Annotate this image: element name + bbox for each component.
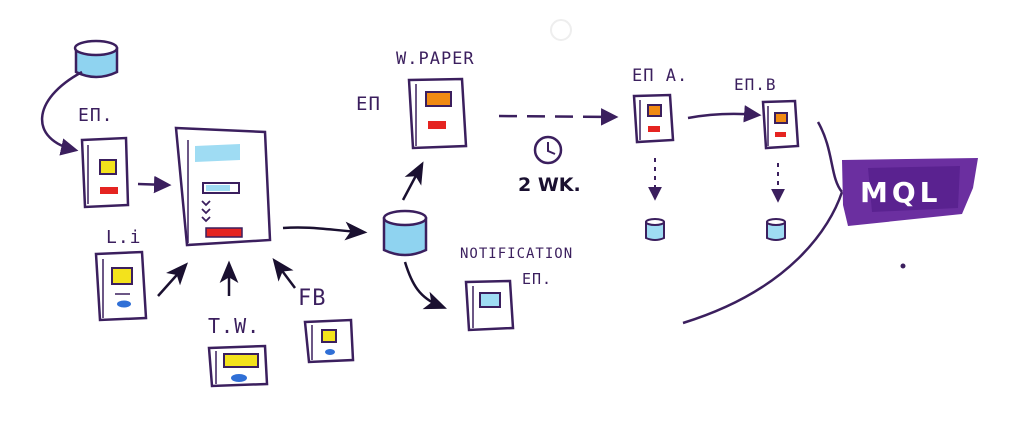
central-database-icon: [382, 209, 428, 257]
emb-database-icon: [766, 218, 786, 241]
landing-page-icon: [174, 126, 272, 247]
email-b-icon: [761, 99, 800, 150]
clock-icon: [533, 135, 563, 165]
label-em-left: EП: [356, 93, 381, 115]
label-tw: T.W.: [208, 314, 260, 338]
label-wpaper: W.PAPER: [396, 49, 475, 69]
arrow-li-to-page: [157, 262, 188, 297]
label-em-top: EП.: [78, 105, 114, 126]
arrow-ema-to-emb: [687, 105, 762, 123]
email-document-icon: [80, 136, 130, 209]
faint-circle-mark: [550, 19, 572, 41]
facebook-document-icon: [303, 318, 355, 364]
email-a-icon: [632, 93, 675, 144]
label-notification-em: EП.: [522, 270, 552, 288]
twitter-document-icon: [207, 344, 269, 388]
notification-email-icon: [464, 279, 515, 332]
label-duration: 2 WK.: [518, 174, 581, 196]
label-notification: NOTIFICATION: [460, 246, 573, 262]
label-li: L.i: [106, 227, 142, 248]
label-em-b: EП.B: [734, 75, 777, 94]
arrow-database-to-notification: [403, 261, 447, 310]
label-em-a: EП A.: [632, 66, 688, 86]
arrow-db-to-email: [40, 70, 83, 156]
source-database-icon: [73, 39, 119, 79]
label-fb: FB: [298, 286, 327, 311]
arrow-page-to-database: [282, 221, 368, 241]
linkedin-document-icon: [94, 250, 148, 322]
mql-badge: MQL: [842, 158, 978, 226]
funnel-bracket-to-mql: [682, 121, 844, 325]
ema-database-icon: [645, 218, 665, 241]
arrow-email-to-page: [137, 175, 172, 194]
arrow-whitepaper-to-ema: [498, 108, 619, 126]
ink-dot: [900, 263, 906, 269]
arrow-fb-to-page: [272, 258, 296, 289]
label-mql: MQL: [860, 176, 942, 209]
whitepaper-email-icon: [407, 77, 468, 150]
arrow-database-to-whitepaper: [401, 161, 424, 201]
